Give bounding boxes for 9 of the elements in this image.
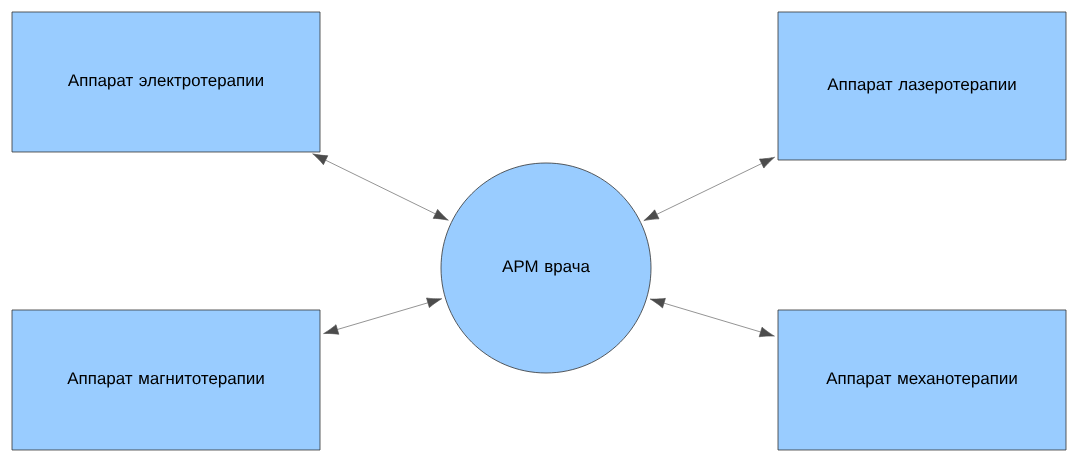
process-box: Аппарат магнитотерапии	[11, 309, 321, 451]
arrow	[643, 156, 775, 221]
process-box: Аппарат механотерапии	[777, 309, 1067, 451]
process-box: Аппарат лазеротерапии	[777, 11, 1067, 161]
process-box: Аппарат электротерапии	[11, 11, 321, 153]
arrow	[312, 153, 449, 221]
circle-node: АРМ врача	[440, 162, 652, 374]
arrow	[649, 298, 775, 338]
arrow	[323, 297, 442, 335]
